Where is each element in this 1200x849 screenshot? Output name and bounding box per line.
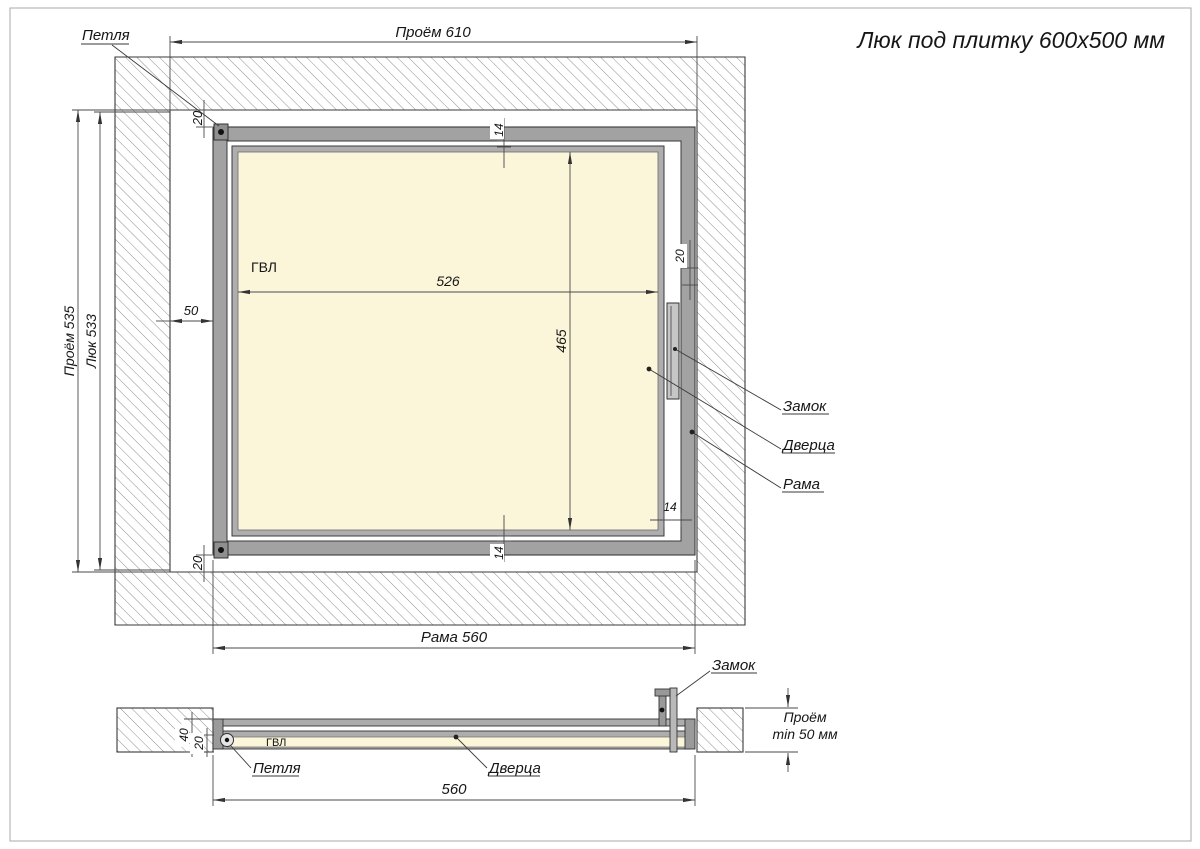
leader-line	[455, 736, 488, 769]
label-hinge-section: Петля	[230, 745, 301, 777]
leader-line	[674, 348, 782, 411]
dim-hatch-height: Люк 533	[83, 111, 170, 571]
dim-text: 20	[190, 110, 205, 126]
hinge-bottom	[213, 541, 229, 559]
dim-section-depth: 40	[175, 712, 214, 757]
dim-opening-depth: Проём min 50 мм	[745, 688, 838, 772]
text-mask	[490, 544, 504, 563]
dim-clear-right: 14	[650, 500, 692, 527]
label-door-main: Дверца	[646, 366, 835, 454]
dim-text: Люк 533	[83, 314, 99, 369]
section-lock-plate	[669, 687, 678, 753]
section-view	[116, 687, 744, 753]
hinge-top-pin	[218, 129, 224, 135]
hinge-bottom-pin	[218, 547, 224, 553]
lock-strip-body	[666, 302, 680, 400]
dim-section-width: 560	[212, 755, 696, 806]
section-lock-pin	[659, 707, 665, 713]
dim-text: Проём 610	[395, 24, 471, 41]
dim-text: min 50 мм	[772, 726, 838, 742]
leader-line	[691, 431, 782, 489]
section-dimensions: 40 20 560 Проём min 50 мм	[175, 688, 838, 806]
dim-text: Проём	[783, 709, 827, 725]
leader-line	[230, 745, 252, 769]
label-gvl-section: ГВЛ	[266, 737, 286, 749]
section-lock-cap	[654, 688, 671, 697]
label-gvl-main: ГВЛ	[251, 259, 277, 275]
leader-line	[675, 670, 711, 697]
section-frame-flange	[212, 718, 696, 727]
dim-text: Проём 535	[61, 306, 77, 377]
dim-text: 560	[441, 781, 467, 798]
dim-text: 465	[553, 329, 569, 353]
dim-clear-bottom: 14	[490, 515, 511, 563]
lock-strip	[666, 302, 680, 400]
dim-text: Рама 560	[421, 629, 488, 646]
hinge-top	[213, 123, 229, 141]
dim-text: 20	[673, 249, 687, 264]
dim-panel-width: 526	[238, 273, 658, 295]
label-lock-section: Замок	[675, 657, 757, 697]
label-text: Рама	[783, 476, 820, 493]
section-frame-end-right	[684, 718, 696, 750]
label-text: Петля	[253, 760, 301, 777]
leader-line	[648, 368, 782, 450]
label-text: Замок	[712, 657, 756, 674]
leader-dot	[689, 429, 695, 435]
dim-gap-top: 20	[190, 100, 212, 138]
label-door-section: Дверца	[453, 734, 541, 777]
text-mask	[673, 244, 687, 268]
section-wall-right	[696, 707, 744, 753]
section-lock	[654, 687, 678, 753]
label-text: Дверца	[487, 760, 541, 777]
section-frame-end-left	[212, 718, 224, 750]
dim-text: 50	[184, 303, 199, 318]
text-mask	[175, 724, 189, 747]
leader-dot	[673, 347, 677, 351]
dim-section-door-depth: 20	[190, 728, 214, 757]
gvl-panel	[237, 151, 659, 531]
leader-dot	[453, 734, 459, 740]
dim-text: 20	[192, 736, 206, 751]
main-dimensions: Проём 610 Проём 535 Люк 533 20 2	[61, 24, 698, 654]
leader-dot	[646, 366, 652, 372]
label-hinge-top: Петля	[81, 27, 220, 127]
dim-gap-right: 20	[673, 240, 698, 300]
dim-text: 40	[177, 728, 191, 742]
label-lock-main: Замок	[673, 347, 829, 415]
main-labels: Петля ГВЛ Замок Дверца Рама	[81, 27, 835, 493]
label-text: Дверца	[781, 437, 835, 454]
section-hinge-pin	[224, 737, 230, 743]
dim-text: 14	[492, 123, 506, 137]
text-mask	[190, 733, 204, 754]
dim-opening-width: Проём 610	[169, 24, 698, 110]
drawing-title: Люк под плитку 600х500 мм	[856, 27, 1166, 53]
page-border	[9, 7, 1192, 842]
wall-hatch	[114, 56, 746, 626]
dim-text: 526	[436, 273, 460, 289]
leader-line	[111, 44, 220, 127]
label-frame-main: Рама	[689, 429, 824, 493]
label-text: Замок	[783, 398, 827, 415]
dim-text: 20	[190, 555, 205, 571]
dim-offset-left: 50	[156, 303, 213, 324]
dim-frame-width: Рама 560	[212, 560, 696, 654]
dim-gap-bottom: 20	[190, 545, 212, 582]
dim-clear-top: 14	[490, 118, 511, 168]
dim-text: 14	[663, 500, 677, 514]
main-view	[114, 56, 746, 626]
dim-panel-height: 465	[553, 152, 573, 530]
section-hinge	[220, 733, 234, 747]
text-mask	[490, 118, 504, 139]
dim-text: 14	[492, 546, 506, 560]
section-labels: Замок ГВЛ Петля Дверца	[230, 657, 757, 777]
label-text: Петля	[82, 27, 130, 44]
dim-opening-height: Проём 535	[61, 109, 170, 573]
